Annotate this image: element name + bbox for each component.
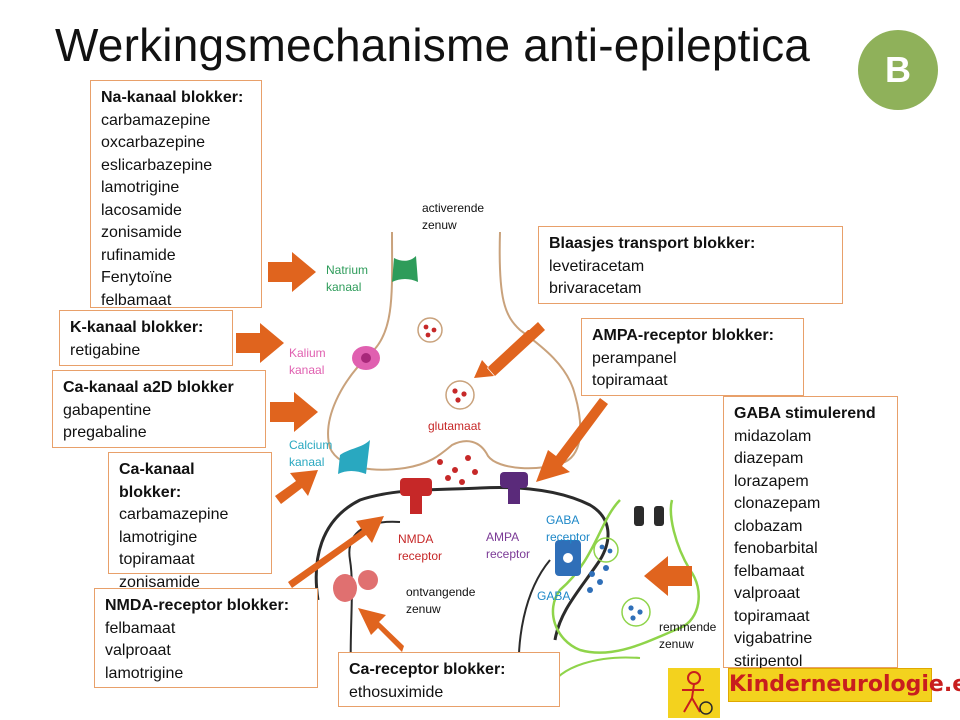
gaba-receptor-icon xyxy=(555,540,581,576)
page-title: Werkingsmechanisme anti-epileptica xyxy=(55,19,811,71)
label-natrium-kanaal: Natrium kanaal xyxy=(326,263,369,294)
drug-item: midazolam xyxy=(734,427,812,445)
remmende-zenuw-kanalen xyxy=(634,506,664,526)
calcium-kanaal-icon xyxy=(338,440,370,474)
box-nmda-receptor-blokker: NMDA-receptor blokker: felbamaat valproa… xyxy=(94,588,318,688)
drug-item: eslicarbazepine xyxy=(101,156,213,174)
drug-item: carbamazepine xyxy=(119,506,229,523)
arrow-ampa xyxy=(536,398,608,482)
label-kalium-kanaal: Kalium kanaal xyxy=(289,346,326,377)
box-ca-receptor-blokker: Ca-receptor blokker: ethosuximide xyxy=(338,652,560,707)
glutamaat-moleculen xyxy=(437,455,478,485)
nmda-receptor-icon xyxy=(400,478,432,514)
activerende-zenuw-outline xyxy=(327,231,582,471)
drug-item: clonazepam xyxy=(734,495,821,512)
label-remmende-zenuw: remmende zenuw xyxy=(659,620,717,651)
remmende-zenuw-lower xyxy=(547,656,641,691)
arrow-natrium xyxy=(268,252,316,292)
glutamaat-blaasjes-icon xyxy=(417,317,475,410)
drug-item: fenobarbital xyxy=(734,540,818,557)
label-calcium-kanaal: Calcium kanaal xyxy=(289,438,333,469)
drug-item: lamotrigine xyxy=(119,528,198,546)
drug-item: retigabine xyxy=(70,341,141,359)
drug-item: valproaat xyxy=(734,585,800,602)
drug-item: felbamaat xyxy=(105,619,176,637)
gaba-blaasjes-icon xyxy=(593,537,651,627)
box-blaasjes-transport-blokker: Blaasjes transport blokker: levetiraceta… xyxy=(538,226,843,304)
box-k-kanaal-blokker: K-kanaal blokker: retigabine xyxy=(59,310,233,366)
drug-item: topiramaat xyxy=(734,607,810,625)
kalium-kanaal-icon xyxy=(352,346,380,370)
drug-item: ethosuximide xyxy=(349,683,444,701)
drug-item: lamotrigine xyxy=(101,179,180,196)
box-heading: Ca-kanaal a2D blokker xyxy=(63,379,234,396)
arrow-blaasjes xyxy=(474,330,530,378)
drug-item: gabapentine xyxy=(63,401,152,419)
drug-item: vigabatrine xyxy=(734,630,813,647)
drug-item: lacosamide xyxy=(101,201,182,219)
box-heading: Blaasjes transport blokker: xyxy=(549,235,756,252)
drug-item: zonisamide xyxy=(119,573,200,591)
box-heading: AMPA-receptor blokker: xyxy=(592,327,774,344)
ampa-receptor-icon xyxy=(500,472,528,504)
drug-item: topiramaat xyxy=(592,372,668,389)
box-heading: NMDA-receptor blokker: xyxy=(105,597,290,614)
drug-item: oxcarbazepine xyxy=(101,134,206,151)
label-gaba-receptor: GABA receptor xyxy=(546,513,591,544)
box-ca-kanaal-a2d-blokker: Ca-kanaal a2D blokker gabapentine pregab… xyxy=(52,370,266,448)
section-badge: B xyxy=(858,30,938,110)
box-ca-kanaal-blokker: Ca-kanaal blokker: carbamazepine lamotri… xyxy=(108,452,272,591)
gaba-moleculen xyxy=(587,565,609,593)
drug-item: perampanel xyxy=(592,349,677,367)
box-heading: Na-kanaal blokker: xyxy=(101,89,244,106)
drug-item: diazepam xyxy=(734,450,804,467)
drug-item: Fenytoïne xyxy=(101,269,173,286)
label-activerende-zenuw: activerende zenuw xyxy=(422,201,485,232)
drug-item: levetiracetam xyxy=(549,257,645,275)
box-gaba-stimulerend: GABA stimulerend midazolam diazepam lora… xyxy=(723,396,898,670)
kinderneurologie-logo: Kinderneurologie.eu xyxy=(728,668,960,702)
box-heading: Ca-receptor blokker: xyxy=(349,661,506,678)
drug-item: stiripentol xyxy=(734,652,803,670)
drug-item: rufinamide xyxy=(101,246,176,264)
drug-item: lorazapem xyxy=(734,472,809,490)
arrow-calcium xyxy=(275,470,318,504)
drug-item: lamotrigine xyxy=(105,664,184,682)
drug-item: zonisamide xyxy=(101,224,182,241)
arrow-gaba xyxy=(644,556,692,596)
pijlen xyxy=(236,252,692,652)
label-ampa-receptor: AMPA receptor xyxy=(486,530,531,561)
box-na-kanaal-blokker: Na-kanaal blokker: carbamazepine oxcarba… xyxy=(90,80,262,309)
arrow-kalium xyxy=(236,323,284,363)
drug-item: brivaracetam xyxy=(549,280,642,297)
drug-item: felbamaat xyxy=(734,562,805,580)
box-heading: K-kanaal blokker: xyxy=(70,319,204,336)
kinderneurologie-logo-icon xyxy=(668,668,720,718)
drug-item: pregabaline xyxy=(63,424,147,441)
drug-item: carbamazepine xyxy=(101,111,211,129)
box-heading: Ca-kanaal blokker: xyxy=(119,461,195,501)
label-glutamaat: glutamaat xyxy=(428,419,481,433)
label-gaba: GABA xyxy=(537,589,571,603)
box-heading: GABA stimulerend xyxy=(734,405,876,422)
box-ampa-receptor-blokker: AMPA-receptor blokker: perampanel topira… xyxy=(581,318,804,396)
label-ontvangende-zenuw: ontvangende zenuw xyxy=(406,585,476,616)
drug-item: felbamaat xyxy=(101,291,172,309)
ca-receptor-icon xyxy=(333,570,378,602)
drug-item: clobazam xyxy=(734,517,803,535)
arrow-ca2d xyxy=(270,392,318,432)
arrow-nmda xyxy=(288,516,384,588)
drug-item: topiramaat xyxy=(119,551,195,568)
arrow-ca-receptor xyxy=(358,608,404,652)
label-nmda-receptor: NMDA receptor xyxy=(398,532,443,563)
drug-item: valproaat xyxy=(105,642,171,659)
natrium-kanaal-icon xyxy=(392,256,418,282)
